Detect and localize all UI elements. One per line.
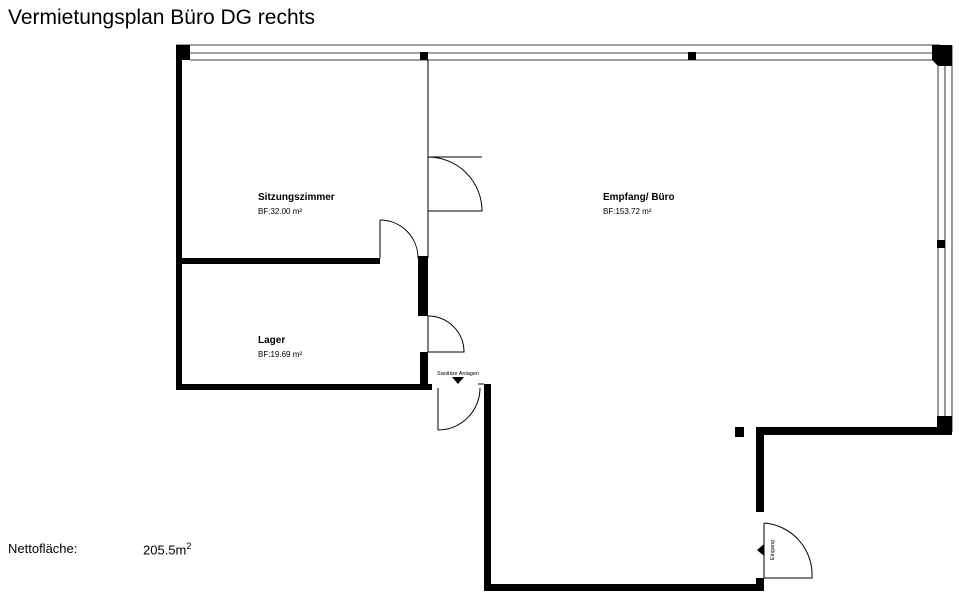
wall-lager-right-upper	[418, 256, 428, 316]
arrow-down-icon	[452, 377, 464, 384]
room-area-sitzungszimmer: BF:32.00 m²	[258, 207, 302, 216]
net-area-number: 205.5m	[143, 542, 187, 558]
room-area-lager: BF:19.69 m²	[258, 350, 302, 359]
pillar-free	[735, 427, 744, 437]
right-window-band	[937, 45, 953, 432]
pillar-top-mid-1	[420, 52, 428, 60]
door-sanitary	[437, 387, 481, 431]
net-area-label: Nettofläche:	[8, 541, 78, 556]
wall-lager-bottom	[176, 384, 432, 390]
wall-entrance-right	[756, 427, 764, 512]
top-window-band	[176, 44, 940, 61]
room-name-empfang-buero: Empfang/ Büro	[603, 192, 675, 203]
wall-corridor-right	[484, 384, 491, 591]
wall-entrance-return	[756, 578, 764, 591]
pillar-top-right	[932, 45, 952, 66]
page-title: Vermietungsplan Büro DG rechts	[8, 6, 315, 29]
room-name-sitzungszimmer: Sitzungszimmer	[258, 192, 335, 203]
pillar-top-left	[176, 45, 190, 60]
door-meeting-inner	[379, 219, 419, 259]
net-area-value: 205.5m2	[143, 541, 191, 557]
label-entrance: Eingang	[770, 540, 776, 560]
door-meeting-room	[427, 156, 483, 212]
arrow-left-icon	[757, 544, 764, 556]
room-area-empfang-buero: BF:153.72 m²	[603, 207, 652, 216]
pillar-top-mid-2	[688, 52, 696, 60]
doors	[379, 156, 813, 579]
walls	[176, 60, 952, 591]
wall-entrance-top	[756, 427, 952, 435]
pillar-right-mid	[937, 240, 945, 248]
label-sanitary: Sanitäre Anlagen	[437, 371, 479, 377]
wall-left-outer	[176, 60, 182, 390]
net-area-unit-sup: 2	[186, 541, 192, 551]
wall-bottom	[484, 584, 760, 591]
door-storage	[427, 315, 465, 353]
wall-lager-right-lower	[420, 352, 428, 388]
wall-sitzung-lager	[182, 258, 380, 264]
room-name-lager: Lager	[258, 335, 285, 346]
